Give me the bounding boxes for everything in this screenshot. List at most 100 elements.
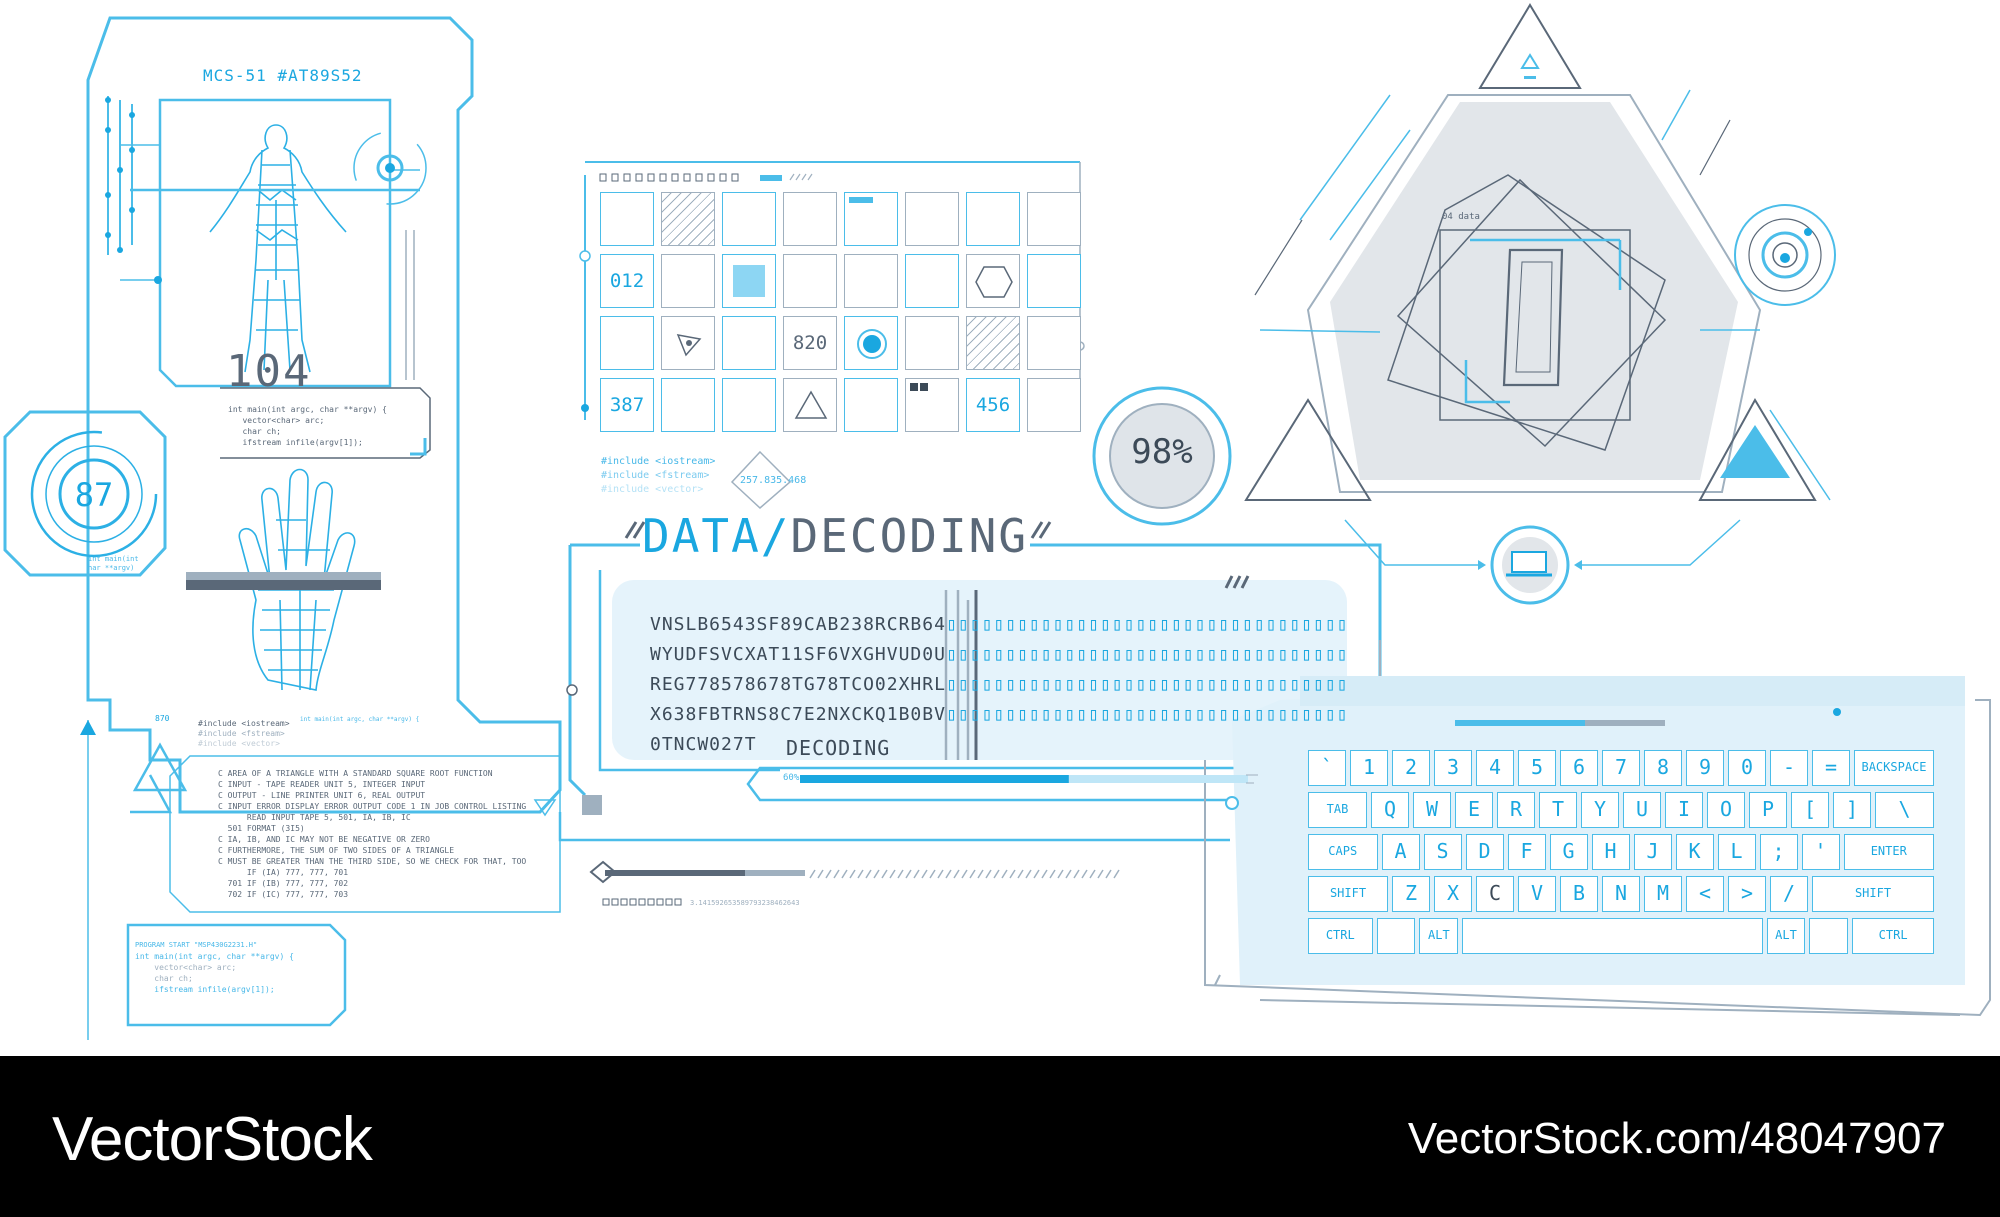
key-rbracket[interactable]: ] xyxy=(1833,792,1871,828)
grid-cell xyxy=(844,192,898,246)
key-lt[interactable]: < xyxy=(1686,876,1724,912)
fortran-line: C INPUT ERROR DISPLAY ERROR OUTPUT CODE … xyxy=(218,802,527,811)
key-9[interactable]: 9 xyxy=(1686,750,1724,786)
key-2[interactable]: 2 xyxy=(1392,750,1430,786)
key-z[interactable]: Z xyxy=(1392,876,1430,912)
key-shift[interactable]: SHIFT xyxy=(1812,876,1934,912)
key-caps[interactable]: CAPS xyxy=(1308,834,1378,870)
key-j[interactable]: J xyxy=(1633,834,1672,870)
dial-value: 87 xyxy=(74,476,114,514)
decode-tail: ▯▯▯▯▯▯▯▯▯▯▯▯▯▯▯▯▯▯▯▯▯▯▯▯▯▯▯▯▯▯▯▯▯▯▯▯▯ xyxy=(945,614,1350,635)
key-1[interactable]: 1 xyxy=(1350,750,1388,786)
title-slash: / xyxy=(760,509,791,563)
key-w[interactable]: W xyxy=(1413,792,1451,828)
key-8[interactable]: 8 xyxy=(1644,750,1682,786)
key-backtick[interactable]: ` xyxy=(1308,750,1346,786)
key-backspace[interactable]: BACKSPACE xyxy=(1854,750,1934,786)
decode-tail: ▯▯▯▯▯▯▯▯▯▯▯▯▯▯▯▯▯▯▯▯▯▯▯▯▯▯▯▯▯▯▯▯▯▯▯▯▯ xyxy=(945,704,1350,725)
key-q[interactable]: Q xyxy=(1371,792,1409,828)
code-line: int main(int argc, char **argv) { xyxy=(228,405,387,414)
key-minus[interactable]: - xyxy=(1770,750,1808,786)
key-4[interactable]: 4 xyxy=(1476,750,1514,786)
key-7[interactable]: 7 xyxy=(1602,750,1640,786)
grid-cell-target-icon xyxy=(844,316,898,370)
key-tab[interactable]: TAB xyxy=(1308,792,1367,828)
key-a[interactable]: A xyxy=(1381,834,1420,870)
key-space[interactable] xyxy=(1376,918,1416,954)
grid-cell xyxy=(966,192,1020,246)
key-y[interactable]: Y xyxy=(1581,792,1619,828)
key-ctrl[interactable]: CTRL xyxy=(1852,918,1934,954)
key-backslash[interactable]: \ xyxy=(1875,792,1934,828)
key-p[interactable]: P xyxy=(1749,792,1787,828)
grid-cell xyxy=(783,254,837,308)
key-alt[interactable]: ALT xyxy=(1766,918,1806,954)
fortran-listing: C AREA OF A TRIANGLE WITH A STANDARD SQU… xyxy=(218,768,526,900)
key-lbracket[interactable]: [ xyxy=(1791,792,1829,828)
key-shift[interactable]: SHIFT xyxy=(1308,876,1388,912)
grid-label-d: 456 xyxy=(975,394,1011,416)
key-v[interactable]: V xyxy=(1518,876,1556,912)
key-e[interactable]: E xyxy=(1455,792,1493,828)
key-m[interactable]: M xyxy=(1644,876,1682,912)
key-enter[interactable]: ENTER xyxy=(1843,834,1934,870)
dial-side-text: int main(int har **argv) xyxy=(88,555,139,572)
program-line: PROGRAM START "MSP430G2231.H" xyxy=(135,941,258,949)
key-3[interactable]: 3 xyxy=(1434,750,1472,786)
key-equals[interactable]: = xyxy=(1812,750,1850,786)
key-0[interactable]: 0 xyxy=(1728,750,1766,786)
grid-cell xyxy=(844,378,898,432)
grid-cell xyxy=(1027,378,1081,432)
fortran-line: 702 IF (IC) 777, 777, 703 xyxy=(218,890,349,899)
phone-panel-label: 04 data xyxy=(1442,212,1480,222)
key-t[interactable]: T xyxy=(1539,792,1577,828)
key-g[interactable]: G xyxy=(1549,834,1588,870)
key-ctrl[interactable]: CTRL xyxy=(1308,918,1373,954)
key-k[interactable]: K xyxy=(1675,834,1714,870)
key-l[interactable]: L xyxy=(1717,834,1756,870)
key-b[interactable]: B xyxy=(1560,876,1598,912)
grid-includes: #include <iostream> #include <fstream> #… xyxy=(601,455,715,497)
key-quote[interactable]: ' xyxy=(1801,834,1840,870)
key-d[interactable]: D xyxy=(1465,834,1504,870)
key-gt[interactable]: > xyxy=(1728,876,1766,912)
diamond-label: 257.835.468 xyxy=(740,475,807,486)
grid-cell-hatched xyxy=(966,316,1020,370)
grid-cell xyxy=(905,254,959,308)
fortran-line: C INPUT - TAPE READER UNIT 5, INTEGER IN… xyxy=(218,780,426,789)
code-line: vector<char> arc; xyxy=(228,416,325,425)
body-scan-number: 104 xyxy=(226,346,312,397)
key-h[interactable]: H xyxy=(1591,834,1630,870)
key-f[interactable]: F xyxy=(1507,834,1546,870)
key-slash[interactable]: / xyxy=(1770,876,1808,912)
key-o[interactable]: O xyxy=(1707,792,1745,828)
key-space[interactable] xyxy=(1809,918,1849,954)
key-n[interactable]: N xyxy=(1602,876,1640,912)
grid-cell xyxy=(905,316,959,370)
grid-panel: 012 820 387 456 xyxy=(600,192,1081,436)
key-semicolon[interactable]: ; xyxy=(1759,834,1798,870)
key-s[interactable]: S xyxy=(1423,834,1462,870)
fortran-line: 701 IF (IB) 777, 777, 702 xyxy=(218,879,349,888)
program-line: char ch; xyxy=(135,974,193,983)
decode-label: DECODING xyxy=(782,736,895,760)
hud-illustration: MCS-51 #AT89S52 104 int main(int argc, c… xyxy=(3,3,1991,1040)
grid-cell-hatched xyxy=(661,192,715,246)
key-5[interactable]: 5 xyxy=(1518,750,1556,786)
key-alt[interactable]: ALT xyxy=(1419,918,1459,954)
program-line: int main(int argc, char **argv) { xyxy=(135,952,294,961)
key-c[interactable]: C xyxy=(1476,876,1514,912)
key-r[interactable]: R xyxy=(1497,792,1535,828)
key-x[interactable]: X xyxy=(1434,876,1472,912)
gauge-value: 98% xyxy=(1131,432,1193,472)
grid-cell-triangle-icon xyxy=(661,316,715,370)
grid-cell xyxy=(905,378,959,432)
key-space[interactable] xyxy=(1462,918,1763,954)
key-i[interactable]: I xyxy=(1665,792,1703,828)
key-u[interactable]: U xyxy=(1623,792,1661,828)
grid-cell xyxy=(661,378,715,432)
fortran-line: C OUTPUT - LINE PRINTER UNIT 6, REAL OUT… xyxy=(218,791,426,800)
key-6[interactable]: 6 xyxy=(1560,750,1598,786)
decode-text: VNSLB6543SF89CAB238RCRB64 xyxy=(650,614,946,635)
